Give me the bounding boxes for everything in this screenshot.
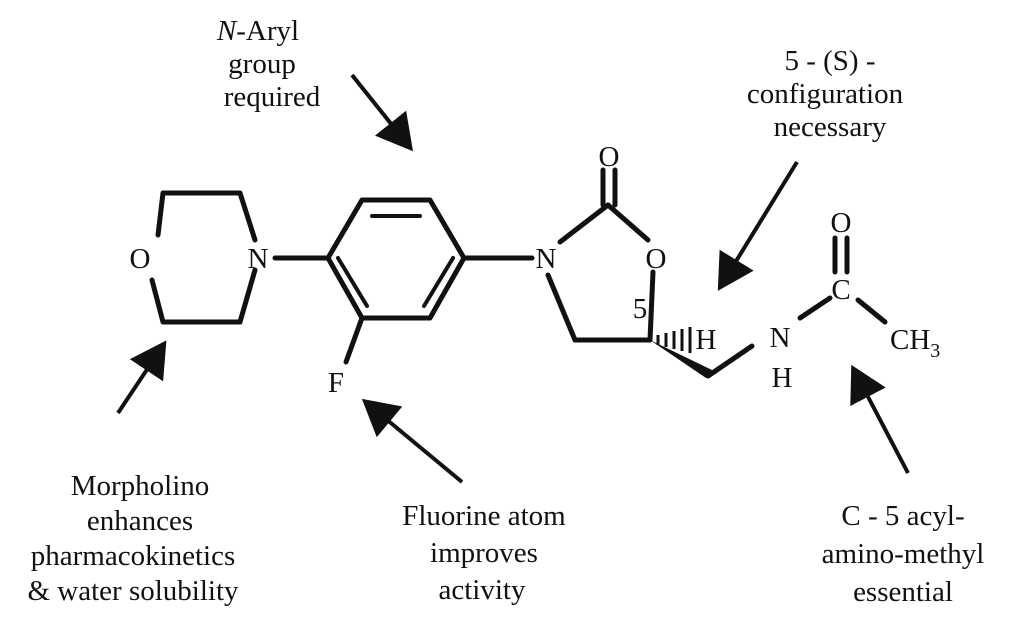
annotation-morpholino-line4: & water solubility xyxy=(27,575,239,607)
acylaminomethyl-chain xyxy=(705,235,888,379)
arrow-acylamino xyxy=(850,364,910,474)
atom-morpholine-oxygen: O xyxy=(130,243,151,275)
atom-fluorine: F xyxy=(328,367,344,399)
annotation-config-line1: 5 - (S) - xyxy=(784,45,875,77)
arrow-fluorine xyxy=(361,398,464,484)
arrow-n-aryl xyxy=(350,73,413,152)
annotation-config-line3: necessary xyxy=(774,111,887,143)
atom-ring-oxygen: O xyxy=(646,243,667,275)
arrow-configuration xyxy=(717,160,799,291)
annotation-acylamino: C - 5 acyl- amino-methyl essential xyxy=(822,500,985,608)
atom-methyl-group: CH3 xyxy=(890,324,940,362)
annotation-n-aryl-line1: N-Aryl xyxy=(216,15,299,47)
annotation-fluorine-line1: Fluorine atom xyxy=(402,500,566,532)
annotation-morpholino: Morpholino enhances pharmacokinetics & w… xyxy=(27,470,239,607)
atom-methyl-subscript: 3 xyxy=(930,340,940,362)
benzene-ring xyxy=(325,197,535,365)
atom-c5-hydrogen: H xyxy=(696,324,717,356)
annotation-n-aryl-line2: group xyxy=(228,48,296,80)
atom-morpholine-nitrogen: N xyxy=(248,243,269,275)
hashed-bond xyxy=(656,327,692,353)
morpholine-ring xyxy=(149,190,331,325)
atom-amide-hydrogen: H xyxy=(772,362,793,394)
atom-carbonyl-oxygen: O xyxy=(599,141,620,173)
annotation-morpholino-line2: enhances xyxy=(87,505,193,537)
annotation-fluorine-line3: activity xyxy=(439,574,526,606)
annotation-morpholino-line3: pharmacokinetics xyxy=(31,540,236,572)
annotation-acylamino-line3: essential xyxy=(853,576,953,608)
atom-amide-carbon: C xyxy=(831,274,850,306)
wedge-bond xyxy=(650,340,712,378)
annotation-acylamino-line2: amino-methyl xyxy=(822,538,985,570)
annotation-acylamino-line1: C - 5 acyl- xyxy=(841,500,964,532)
annotation-fluorine: Fluorine atom improves activity xyxy=(402,500,566,606)
atom-methyl-ch: CH xyxy=(890,324,930,356)
oxazolidinone-ring xyxy=(545,167,656,343)
atom-amide-oxygen: O xyxy=(831,207,852,239)
atom-amide-nitrogen: N xyxy=(770,322,791,354)
annotation-n-aryl: N-Aryl group required xyxy=(216,15,321,113)
annotation-fluorine-line2: improves xyxy=(430,537,538,569)
annotation-n-aryl-italic-n: N xyxy=(216,15,238,47)
annotation-n-aryl-rest: -Aryl xyxy=(236,15,299,47)
annotation-morpholino-line1: Morpholino xyxy=(71,470,210,502)
atom-c5-locant: 5 xyxy=(633,293,648,325)
arrow-morpholino xyxy=(116,340,167,415)
annotation-configuration: 5 - (S) - configuration necessary xyxy=(747,45,904,143)
annotation-config-line2: configuration xyxy=(747,78,904,110)
annotation-n-aryl-line3: required xyxy=(224,81,321,113)
atom-ring-nitrogen: N xyxy=(536,243,557,275)
